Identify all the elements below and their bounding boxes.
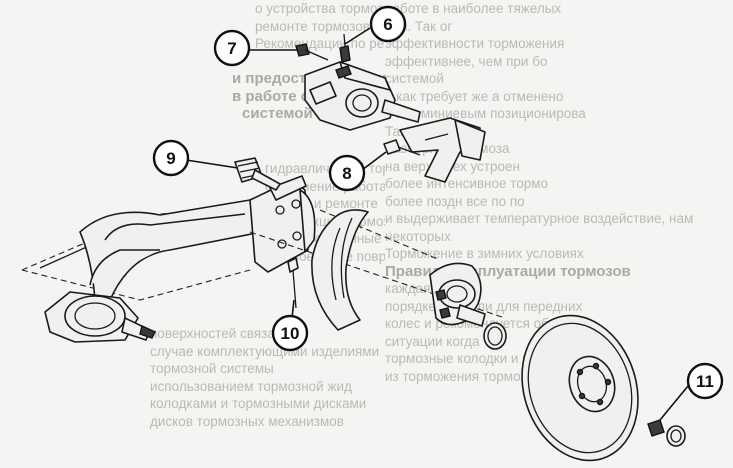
hub-nut-11	[647, 419, 686, 447]
callout-6: 6	[369, 5, 407, 43]
axle-carrier-bracket	[249, 175, 316, 273]
callout-circle	[213, 29, 251, 67]
callout-circle	[686, 362, 724, 400]
bleed-screw-6	[339, 33, 351, 63]
bolt-9	[234, 157, 281, 191]
bolt-8	[383, 139, 421, 156]
callout-11: 11	[686, 362, 724, 400]
seal-ring	[483, 322, 507, 350]
callout-8: 8	[328, 154, 366, 192]
brake-caliper	[304, 61, 421, 131]
leader-11	[659, 385, 689, 421]
rear-axle-beam	[21, 199, 263, 301]
hub-stub-axle	[429, 262, 486, 327]
callout-label: 11	[696, 372, 714, 391]
callout-label: 9	[166, 149, 175, 168]
callout-circle	[369, 5, 407, 43]
dust-shield	[311, 209, 369, 331]
bolt-10	[287, 257, 299, 309]
callout-circle	[328, 154, 366, 192]
brake-disc	[521, 314, 639, 462]
leader-8	[361, 151, 387, 171]
leader-9	[185, 159, 239, 169]
callout-label: 10	[281, 324, 300, 343]
callout-circle	[271, 314, 309, 352]
leader-lines	[185, 27, 689, 421]
callout-circle	[152, 139, 190, 177]
callout-9: 9	[152, 139, 190, 177]
callout-label: 6	[383, 15, 392, 34]
callout-10: 10	[271, 314, 309, 352]
callout-label: 8	[342, 164, 351, 183]
trailing-arm-bushing	[44, 291, 156, 343]
caliper-carrier	[399, 117, 486, 183]
callout-7: 7	[213, 29, 251, 67]
bolt-7	[295, 43, 329, 61]
leader-6	[344, 27, 371, 45]
callout-label: 7	[227, 39, 236, 58]
